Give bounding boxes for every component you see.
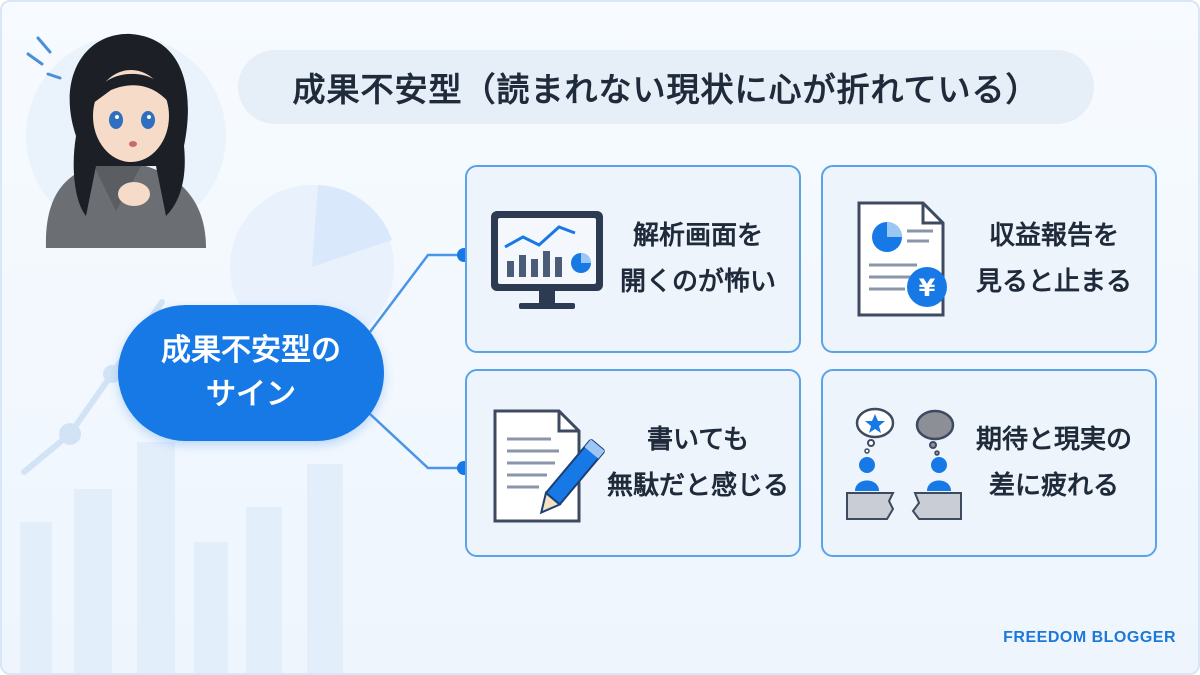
sign-card-analytics-fear: 解析画面を 開くのが怖い: [465, 165, 801, 353]
document-pen-icon: [493, 409, 605, 523]
revenue-report-icon: ¥: [857, 201, 947, 317]
sign-card-writing-futile: 書いても 無駄だと感じる: [465, 369, 801, 557]
sign-card-revenue-report: ¥ 収益報告を 見ると止まる: [821, 165, 1157, 353]
center-topic-label: 成果不安型の サイン: [161, 333, 341, 412]
yen-symbol: ¥: [919, 274, 936, 302]
center-topic-pill: 成果不安型の サイン: [118, 305, 384, 441]
title-banner: 成果不安型（読まれない現状に心が折れている）: [238, 50, 1094, 124]
sign-card-expectation-gap: 期待と現実の 差に疲れる: [821, 369, 1157, 557]
sign-card-label: 収益報告を 見ると止まる: [975, 221, 1132, 297]
analytics-monitor-icon: [491, 211, 603, 309]
brand-label: FREEDOM BLOGGER: [1003, 629, 1176, 646]
sign-card-label: 書いても 無駄だと感じる: [607, 425, 790, 501]
sign-card-label: 解析画面を 開くのが怖い: [619, 221, 776, 297]
expectation-gap-icon: [846, 407, 962, 520]
sign-card-label: 期待と現実の 差に疲れる: [975, 425, 1132, 501]
worried-girl-illustration: [26, 33, 226, 248]
page-title: 成果不安型（読まれない現状に心が折れている）: [292, 70, 1040, 109]
